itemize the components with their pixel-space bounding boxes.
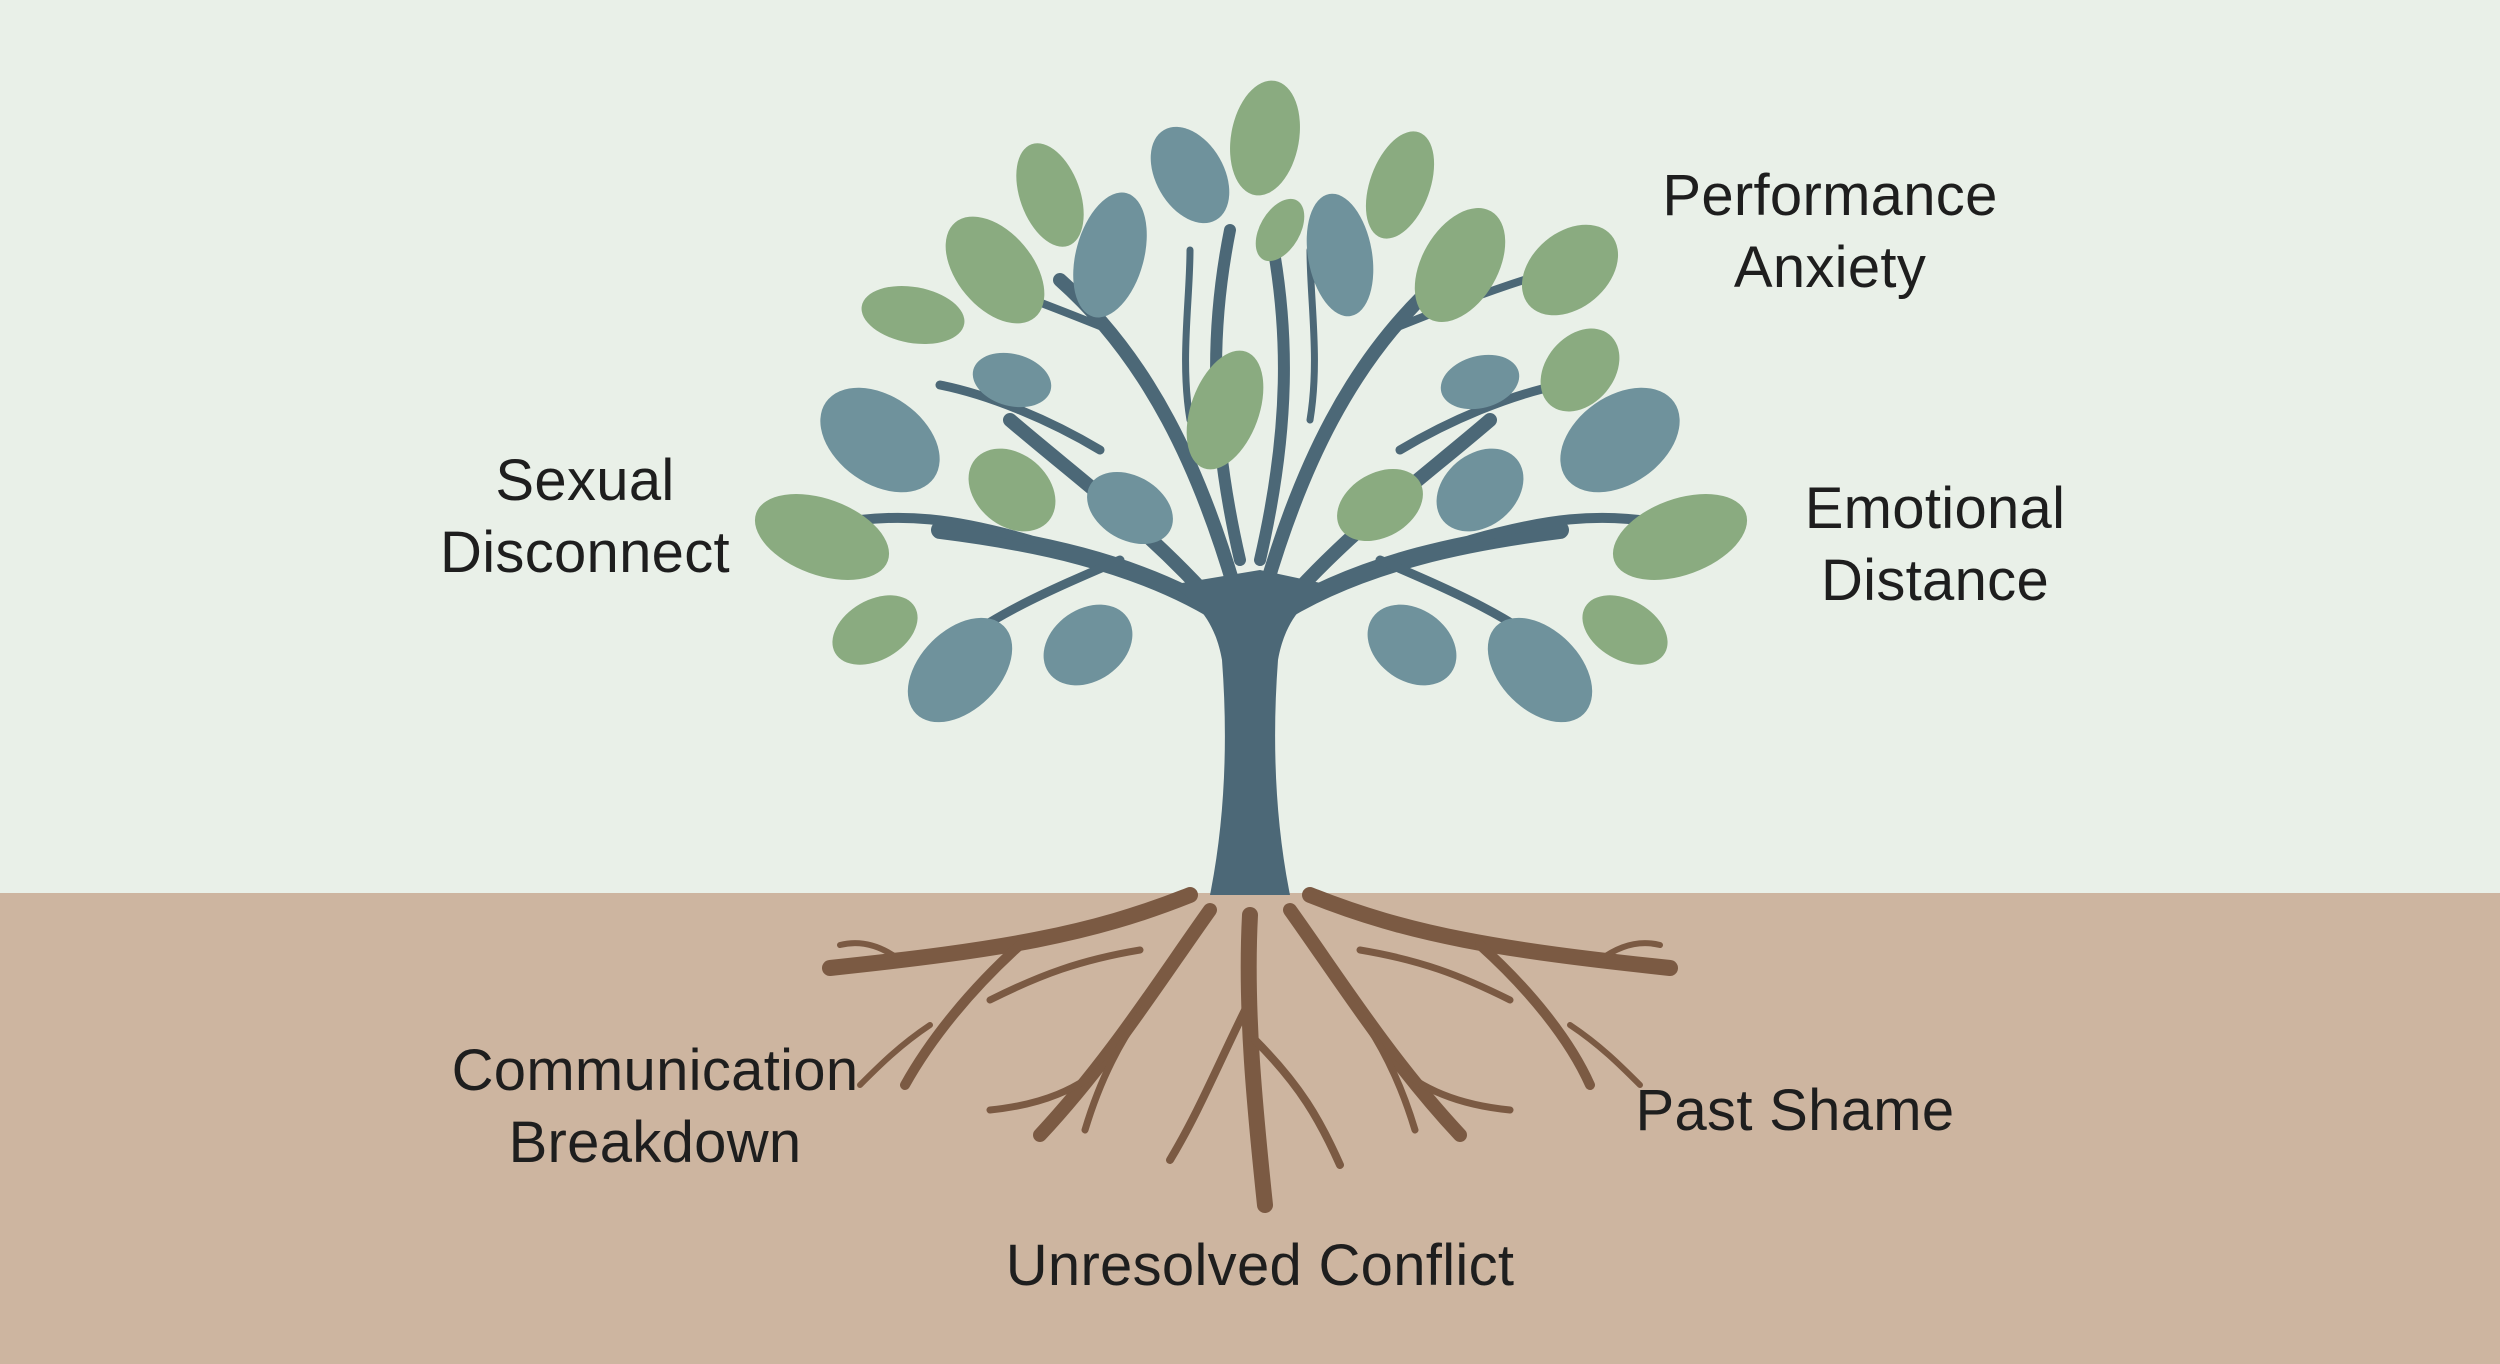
- label-line: Past Shame: [1635, 1078, 1955, 1143]
- label-communication-breakdown: Communication Breakdown: [420, 1035, 890, 1179]
- label-past-shame: Past Shame: [1610, 1075, 1980, 1147]
- leaves: [754, 80, 1748, 723]
- label-line: Distance: [1820, 548, 2050, 613]
- label-unresolved-conflict: Unresolved Conflict: [960, 1230, 1560, 1302]
- label-line: Sexual: [495, 448, 675, 513]
- label-line: Unresolved Conflict: [1005, 1233, 1515, 1298]
- label-emotional-distance: Emotional Distance: [1770, 473, 2100, 617]
- label-line: Communication: [451, 1038, 859, 1103]
- label-sexual-disconnect: Sexual Disconnect: [400, 445, 770, 589]
- label-line: Performance: [1662, 163, 1998, 228]
- label-performance-anxiety: Performance Anxiety: [1630, 160, 2030, 304]
- roots: [822, 887, 1678, 1213]
- trunk: [1170, 570, 1330, 895]
- label-line: Emotional: [1804, 476, 2066, 541]
- label-line: Breakdown: [508, 1110, 802, 1175]
- label-line: Anxiety: [1733, 235, 1927, 300]
- label-line: Disconnect: [440, 520, 730, 585]
